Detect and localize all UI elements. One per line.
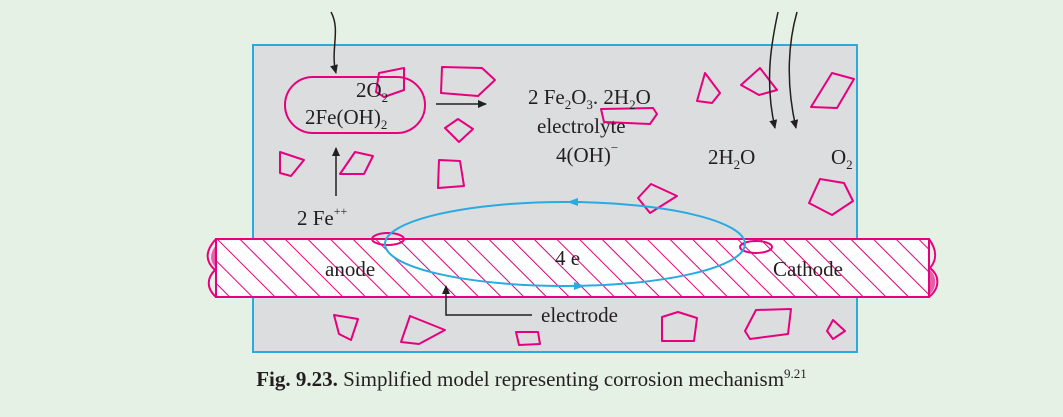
particle-shape xyxy=(826,319,846,340)
caption-text: Simplified model representing corrosion … xyxy=(337,367,785,391)
hydroxide-label: 4(OH)− xyxy=(556,140,618,167)
anode-label: anode xyxy=(325,257,375,281)
feoh-reaction-box xyxy=(284,76,426,134)
water-label: 2H2O xyxy=(708,145,755,172)
ferrous-ion-label: 2 Fe++ xyxy=(297,204,348,230)
particle-shape xyxy=(696,72,721,104)
rust-formula: 2 Fe2O3. 2H2O xyxy=(528,85,651,112)
particle-shape xyxy=(437,159,465,189)
oxygen-top-label: 2O2 xyxy=(356,78,388,105)
electrode-rod xyxy=(215,238,930,298)
electron-label: 4 e xyxy=(555,246,580,270)
impurity-particles xyxy=(279,66,855,346)
figure-caption: Fig. 9.23. Simplified model representing… xyxy=(0,366,1063,392)
cathode-site xyxy=(739,240,773,254)
particle-shape xyxy=(740,67,778,96)
particle-shape xyxy=(744,308,792,340)
electrode-left-end xyxy=(206,238,217,298)
particle-shape xyxy=(339,151,374,175)
current-loop xyxy=(384,201,746,287)
cathode-label: Cathode xyxy=(773,257,843,281)
particle-shape xyxy=(375,67,405,98)
oxygen-entry-arrow-right-2 xyxy=(788,11,799,129)
electrode-left-end-hatch xyxy=(211,245,216,268)
particle-shape xyxy=(808,178,854,216)
anode-site xyxy=(371,232,405,246)
electrode-right-end xyxy=(928,238,939,298)
particle-shape xyxy=(637,183,678,214)
caption-figure-number: Fig. 9.23. xyxy=(256,367,338,391)
particle-shape xyxy=(661,311,698,342)
electrode-pointer-arrow xyxy=(442,285,532,316)
oxygen-entry-arrow-right-1 xyxy=(768,11,779,129)
particle-shape xyxy=(515,331,541,346)
oxygen-entry-arrow-left xyxy=(330,11,338,74)
particle-shape xyxy=(600,107,658,125)
particle-shape xyxy=(810,72,855,109)
particle-shape xyxy=(444,118,474,143)
caption-reference: 9.21 xyxy=(784,366,807,381)
particle-shape xyxy=(279,151,305,177)
ferrous-hydroxide-label: 2Fe(OH)2 xyxy=(305,105,387,132)
electrolyte-label: electrolyte xyxy=(537,114,626,138)
particle-shape xyxy=(440,66,496,97)
electrode-right-end-hatch xyxy=(930,270,936,294)
electrolyte-medium xyxy=(252,44,858,353)
electrode-label: electrode xyxy=(541,303,618,327)
oxygen-right-label: O2 xyxy=(831,145,853,172)
particle-shape xyxy=(400,315,446,345)
particle-shape xyxy=(333,314,359,341)
